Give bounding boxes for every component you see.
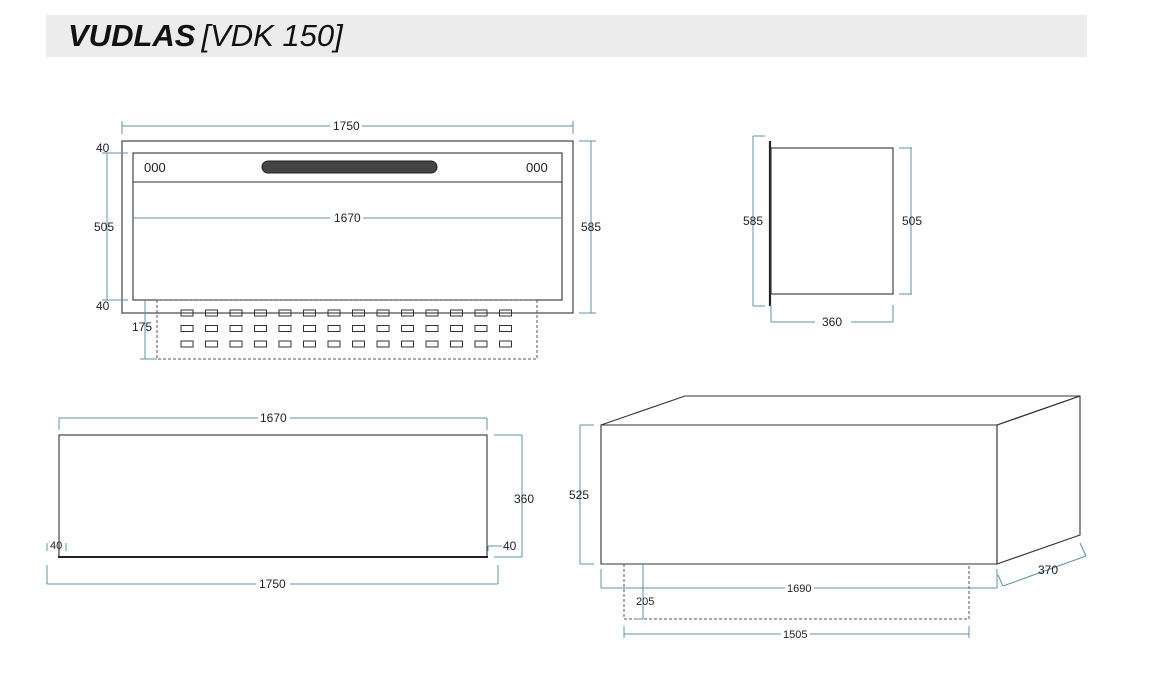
- vent-slot: [278, 340, 292, 348]
- vent-slot: [450, 309, 463, 317]
- vent-slot: [180, 309, 194, 317]
- dim-front-vent-height: 175: [132, 320, 152, 334]
- dim-top-inner-width: 1670: [260, 411, 287, 425]
- vent-slot: [254, 309, 267, 317]
- vent-slot: [303, 309, 316, 317]
- vent-slot: [376, 309, 390, 317]
- dim-front-total-height: 585: [581, 220, 601, 234]
- vent-slot: [401, 340, 414, 348]
- dim-side-depth: 360: [822, 315, 842, 329]
- side-body: [770, 147, 894, 295]
- vent-slot: [205, 325, 218, 332]
- vent-slot: [229, 325, 243, 332]
- vent-slot: [254, 340, 267, 348]
- vent-slots: [180, 309, 512, 348]
- vent-slot: [327, 325, 341, 332]
- vent-slot: [425, 309, 439, 317]
- dim-front-bottom-border: 40: [96, 299, 110, 313]
- dim-top-overall-width: 1750: [259, 577, 286, 591]
- vent-slot: [180, 325, 194, 332]
- dim-front-inner-width: 1670: [334, 211, 361, 225]
- vent-slot: [401, 325, 414, 332]
- dim-tick: [1079, 542, 1087, 557]
- dim-iso-base-offset: 205: [636, 596, 654, 608]
- vent-slot: [205, 309, 218, 317]
- front-inner-body: [132, 152, 563, 301]
- product-model: [VDK 150]: [201, 18, 343, 53]
- top-body: [58, 434, 488, 558]
- dim-side-body-height: 505: [902, 214, 922, 228]
- vent-slot: [327, 309, 341, 317]
- vent-slot: [278, 325, 292, 332]
- vent-slot: [450, 340, 463, 348]
- dim-iso-base-width: 1505: [783, 629, 807, 641]
- dim-front-overall-width: 1750: [333, 119, 360, 133]
- front-outer-frame: [121, 140, 574, 314]
- dim-iso-width: 1690: [787, 583, 811, 595]
- page-title: VUDLAS[VDK 150]: [68, 20, 343, 51]
- flame-slot: [261, 160, 438, 174]
- dim-iso-depth: 370: [1038, 563, 1058, 577]
- front-vent-box: [156, 299, 538, 360]
- dim-top-depth: 360: [514, 492, 534, 506]
- vent-slot: [474, 309, 488, 317]
- vent-slot: [303, 340, 316, 348]
- dim-side-total-height: 585: [743, 214, 763, 228]
- dim-iso-height: 525: [569, 488, 589, 502]
- vent-slot: [254, 325, 267, 332]
- vent-slot: [450, 325, 463, 332]
- vent-slot: [425, 340, 439, 348]
- iso-view: 525 1690 370 205 1505: [569, 395, 1087, 641]
- vent-slot: [303, 325, 316, 332]
- dim-front-top-border: 40: [96, 141, 110, 155]
- iso-side-face: [996, 395, 1081, 565]
- control-label-right: 000: [526, 160, 548, 175]
- vent-slot: [499, 325, 512, 332]
- product-name: VUDLAS: [68, 18, 196, 53]
- vent-slot: [352, 325, 365, 332]
- vent-slot: [376, 325, 390, 332]
- vent-slot: [499, 309, 512, 317]
- top-view: 1670 360 40 40 1750: [46, 411, 534, 591]
- vent-slot: [229, 309, 243, 317]
- vent-slot: [205, 340, 218, 348]
- vent-slot: [474, 325, 488, 332]
- dim-top-left-offset: 40: [50, 540, 62, 552]
- iso-base-dashed: [623, 564, 970, 620]
- control-label-left: 000: [144, 160, 166, 175]
- title-bar: [46, 15, 1087, 57]
- vent-slot: [499, 340, 512, 348]
- dim-front-body-height: 505: [94, 220, 114, 234]
- vent-slot: [278, 309, 292, 317]
- vent-slot: [401, 309, 414, 317]
- vent-slot: [229, 340, 243, 348]
- dim-tick: [997, 574, 1004, 587]
- vent-slot: [352, 340, 365, 348]
- vent-slot: [352, 309, 365, 317]
- side-view: 585 505 360: [743, 135, 922, 329]
- vent-slot: [180, 340, 194, 348]
- dim-top-right-offset: 40: [503, 539, 517, 553]
- dim-line-iso-370: [1002, 555, 1087, 587]
- front-view: 000 000 1670 1750 40 505 40 585 175: [94, 119, 601, 360]
- iso-front-face: [600, 424, 998, 565]
- vent-slot: [425, 325, 439, 332]
- vent-slot: [474, 340, 488, 348]
- vent-slot: [327, 340, 341, 348]
- vent-slot: [376, 340, 390, 348]
